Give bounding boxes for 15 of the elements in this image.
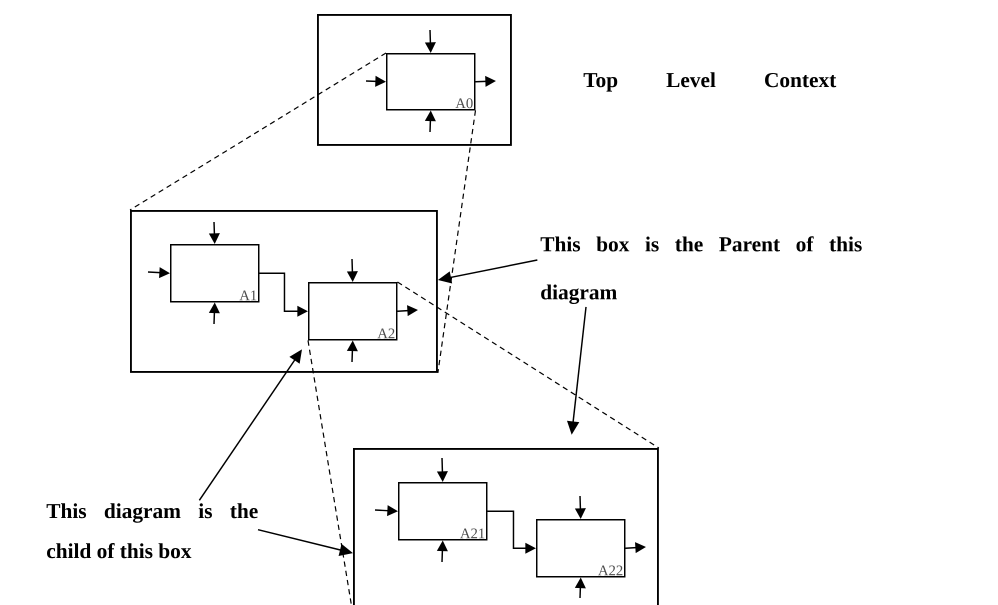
annotation-text: This diagram is the child of this box xyxy=(46,503,258,558)
annotation-text: This box is the Parent of this diagram xyxy=(540,236,862,304)
projection-line xyxy=(437,110,476,373)
activity-box: A22 xyxy=(536,519,626,578)
diagram-frame xyxy=(317,14,512,146)
activity-box: A0 xyxy=(386,53,476,110)
projection-line xyxy=(307,340,354,605)
activity-box: A2 xyxy=(308,282,398,340)
diagram-frame xyxy=(130,210,438,373)
activity-box: A1 xyxy=(170,244,260,302)
heading: Top Level Context xyxy=(584,72,836,92)
projection-line xyxy=(130,52,386,210)
activity-box: A21 xyxy=(398,482,488,540)
projection-line xyxy=(397,281,660,448)
diagram-frame xyxy=(353,448,659,605)
